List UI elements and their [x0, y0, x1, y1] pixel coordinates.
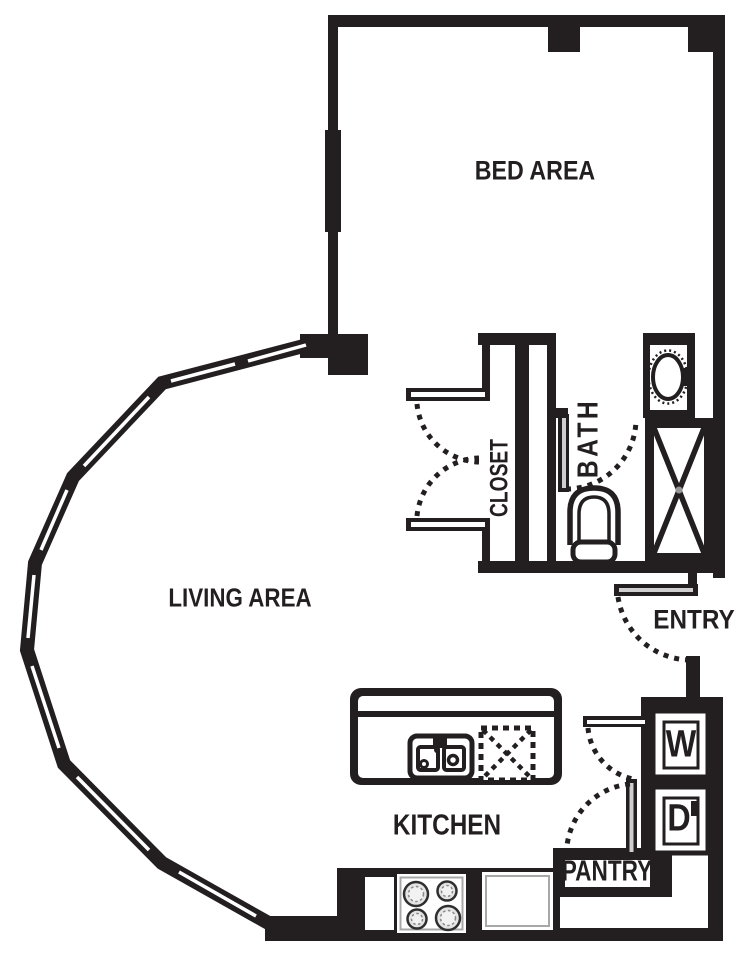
label-washer: W: [665, 723, 697, 766]
dryer-icon: [650, 784, 711, 856]
sink-basin-icon: [651, 353, 685, 401]
laundry-door: [583, 716, 649, 727]
bath-door: [558, 414, 569, 492]
pantry-door: [626, 779, 637, 856]
faucet-icon: [681, 368, 690, 386]
dishwasher-icon: [478, 725, 536, 783]
label-living-area: LIVING AREA: [168, 582, 312, 613]
label-closet: CLOSET: [485, 438, 514, 518]
shower: [645, 418, 713, 570]
kitchen-counter: [337, 868, 560, 941]
closet-door-top: [406, 388, 490, 401]
shower-drain-icon: [675, 486, 683, 494]
washer-icon: [650, 708, 711, 780]
double-sink-icon: [407, 733, 475, 781]
label-bed-area: BED AREA: [474, 155, 596, 186]
label-entry: ENTRY: [653, 604, 735, 635]
toilet-icon: [567, 485, 621, 565]
interior-walls: [478, 333, 725, 897]
kitchen-island: [350, 688, 562, 785]
stove-burners-icon: [402, 880, 462, 932]
entry-door: [614, 584, 698, 596]
closet-door-bottom: [406, 518, 490, 531]
curved-window-wall: [19, 336, 345, 932]
label-pantry: PANTRY: [561, 855, 653, 888]
doors: [406, 388, 698, 856]
door-swing-arcs: [414, 403, 690, 847]
label-dryer: D: [667, 797, 691, 840]
label-kitchen: KITCHEN: [392, 809, 502, 842]
window-glass-lines: [26, 343, 307, 918]
vanity-sink: [643, 333, 695, 418]
label-bath: BATH: [572, 397, 605, 479]
